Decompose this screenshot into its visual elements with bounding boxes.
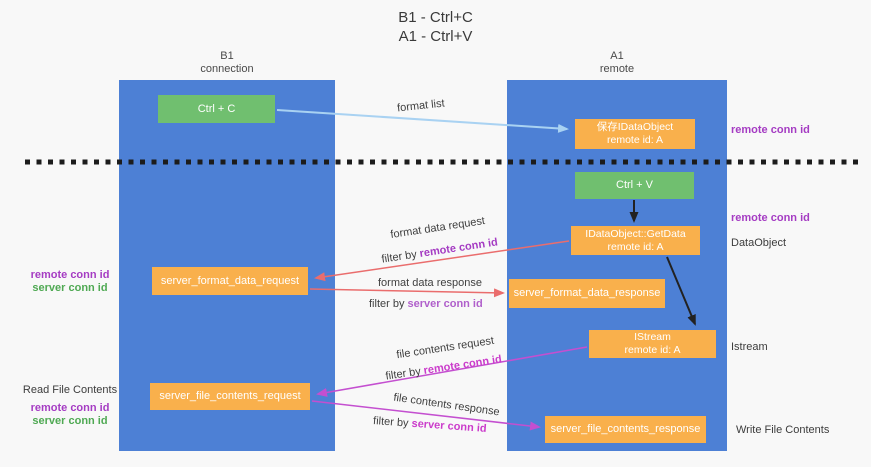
format-list-arrow-label: format list: [396, 97, 446, 115]
istream-line2: remote id: A: [624, 344, 681, 356]
save-idataobject-box: 保存IDataObject remote id: A: [575, 119, 695, 149]
filter-by-text: filter by: [369, 298, 408, 310]
remote-conn-id-text: remote conn id: [418, 236, 499, 260]
dataobject-label: DataObject: [731, 237, 787, 249]
server-format-data-request-label: server_format_data_request: [160, 274, 300, 287]
read-file-contents-label: Read File Contents: [22, 384, 118, 396]
left-server-conn-id-label-2: server conn id: [32, 415, 108, 427]
server-conn-id-text: server conn id: [411, 417, 487, 435]
column-a1-name: A1: [610, 50, 624, 62]
title-line-2: A1 - Ctrl+V: [398, 28, 473, 45]
server-format-data-request-box: server_format_data_request: [152, 267, 308, 295]
server-file-contents-response-box: server_file_contents_response: [545, 416, 706, 443]
ctrl-v-label: Ctrl + V: [616, 179, 653, 191]
left-remote-conn-id-label-2: remote conn id: [30, 402, 110, 414]
left-server-conn-id-label-1: server conn id: [32, 282, 108, 294]
column-header-b1: B1 connection: [119, 50, 335, 76]
istream-box: IStream remote id: A: [589, 330, 716, 358]
write-file-contents-label: Write File Contents: [736, 424, 830, 436]
file-contents-response-arrow-label: file contents response: [392, 391, 501, 419]
filter-by-text: filter by: [380, 248, 421, 266]
arrow-format-data-response: [309, 288, 505, 298]
left-remote-conn-id-label-1: remote conn id: [30, 269, 110, 281]
server-file-contents-response-label: server_file_contents_response: [550, 423, 701, 435]
format-data-request-arrow-label: format data request: [389, 215, 486, 241]
istream-line1: IStream: [634, 331, 671, 343]
getdata-line1: IDataObject::GetData: [585, 227, 686, 240]
server-format-data-response-label: server_format_data_response: [513, 287, 661, 299]
diagram-title: B1 - Ctrl+C A1 - Ctrl+V: [0, 8, 871, 46]
istream-side-label: Istream: [731, 341, 768, 353]
format-request-filter-label: filter by remote conn id: [381, 236, 499, 265]
save-idataobject-line2: remote id: A: [606, 134, 664, 146]
save-idataobject-line1: 保存IDataObject: [596, 121, 674, 133]
getdata-line2: remote id: A: [607, 240, 664, 253]
ctrl-v-box: Ctrl + V: [575, 172, 694, 199]
filter-by-text: filter by: [372, 415, 412, 430]
server-conn-id-text: server conn id: [407, 298, 483, 310]
idataobject-getdata-box: IDataObject::GetData remote id: A: [571, 226, 700, 255]
server-format-data-response-box: server_format_data_response: [509, 279, 665, 308]
right-remote-conn-id-label-2: remote conn id: [731, 212, 810, 224]
ctrl-c-label: Ctrl + C: [197, 102, 236, 115]
title-line-1: B1 - Ctrl+C: [398, 9, 473, 26]
column-a1-role: remote: [599, 63, 635, 75]
ctrl-c-box: Ctrl + C: [158, 95, 275, 123]
server-file-contents-request-box: server_file_contents_request: [150, 383, 310, 410]
remote-conn-id-text: remote conn id: [422, 353, 503, 377]
right-remote-conn-id-label-1: remote conn id: [731, 124, 810, 136]
server-file-contents-request-label: server_file_contents_request: [159, 390, 301, 402]
file-response-filter-label: filter by server conn id: [373, 415, 487, 435]
column-header-a1: A1 remote: [507, 50, 727, 76]
column-b1-name: B1: [220, 50, 234, 62]
format-data-response-arrow-label: format data response: [378, 277, 482, 289]
filter-by-text: filter by: [384, 365, 425, 383]
column-b1-role: connection: [200, 63, 254, 75]
format-response-filter-label: filter by server conn id: [369, 298, 483, 310]
